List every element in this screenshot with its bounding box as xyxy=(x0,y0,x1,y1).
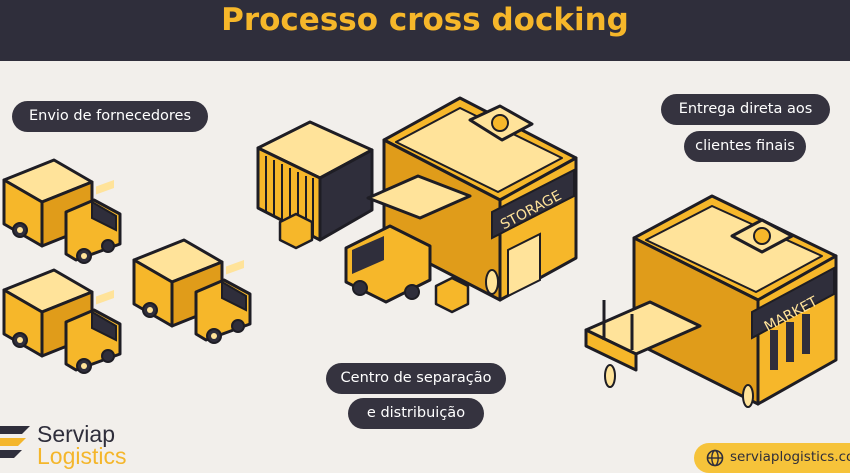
truck-icon xyxy=(2,158,122,265)
label-center-line1: Centro de separação xyxy=(326,363,506,394)
market-building-icon xyxy=(584,194,838,408)
storage-building-icon xyxy=(256,96,578,314)
globe-icon xyxy=(706,449,724,467)
website-link[interactable]: serviaplogistics.com xyxy=(730,449,850,465)
logo-text-serviap: Serviap xyxy=(37,421,115,447)
truck-icon xyxy=(2,268,122,375)
label-direct-delivery-line2: clientes finais xyxy=(684,131,806,162)
website-badge[interactable]: serviaplogistics.com xyxy=(694,443,850,473)
label-direct-delivery-line1: Entrega direta aos xyxy=(661,94,830,125)
serviap-logo-icon xyxy=(0,426,30,458)
truck-icon xyxy=(132,238,252,345)
logo-text-logistics: Logistics xyxy=(37,443,127,469)
page-title: Processo cross docking xyxy=(221,2,629,38)
label-suppliers: Envio de fornecedores xyxy=(12,101,208,132)
label-center-line2: e distribuição xyxy=(348,398,484,429)
header-bar: Processo cross docking xyxy=(0,0,850,61)
